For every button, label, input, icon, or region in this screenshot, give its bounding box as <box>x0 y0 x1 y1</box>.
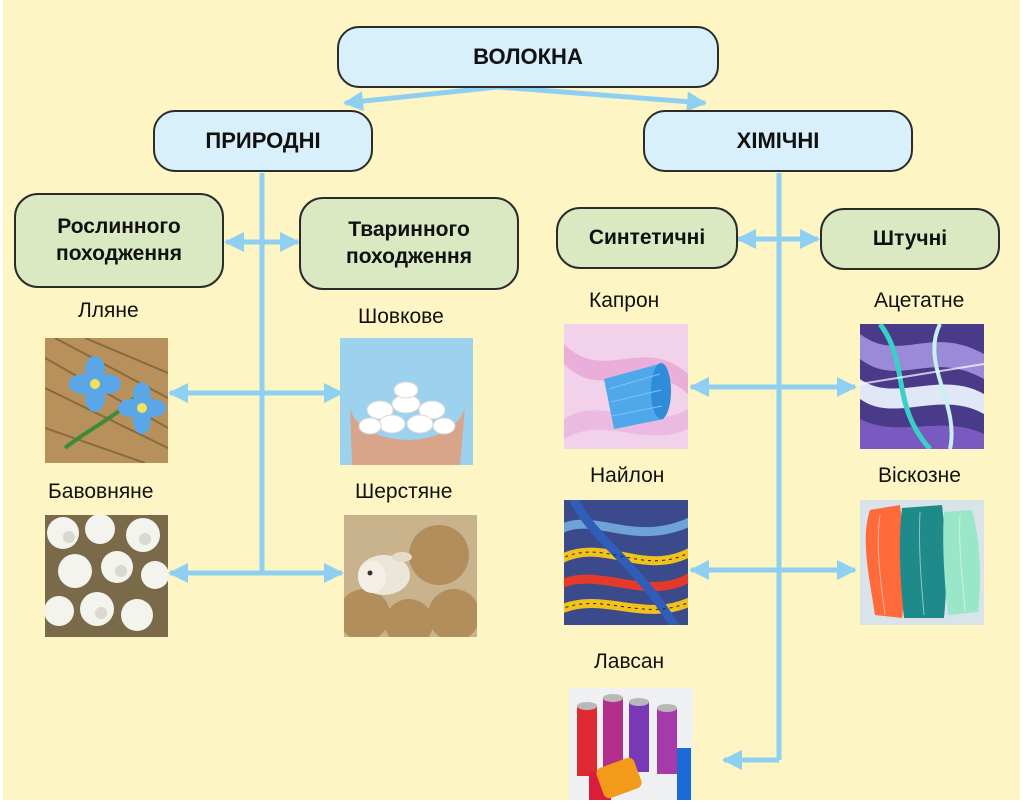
artificial-label: Штучні <box>872 226 948 250</box>
lavsan-label: Лавсан <box>594 650 665 673</box>
natural-box: ПРИРОДНІ <box>153 110 373 172</box>
natural-label: ПРИРОДНІ <box>205 128 321 154</box>
capron-label: Капрон <box>589 289 660 312</box>
flax-flower-icon <box>45 338 168 463</box>
sheep-wool-icon <box>344 515 477 637</box>
viscose-fiber-icon <box>860 500 984 625</box>
plant-origin-box: Рослинного походження <box>14 193 224 288</box>
nylon-rope-icon <box>564 500 688 625</box>
synthetic-label: Синтетичні <box>588 225 706 249</box>
root-box: ВОЛОКНА <box>337 26 719 88</box>
chemical-label: ХІМІЧНІ <box>736 128 820 154</box>
cotton-bolls-icon <box>45 515 168 637</box>
lavsan-thread-spools-icon <box>569 688 693 800</box>
artificial-box: Штучні <box>820 208 1000 270</box>
cotton-label: Бавовняне <box>48 480 154 503</box>
animal-origin-label: Тваринного походження <box>346 218 472 268</box>
nylon-label: Найлон <box>590 464 665 487</box>
root-label: ВОЛОКНА <box>473 44 583 70</box>
arrow-root-natural <box>343 84 499 112</box>
silk-label: Шовкове <box>358 305 444 328</box>
chemical-box: ХІМІЧНІ <box>643 110 913 172</box>
viscose-label: Віскозне <box>878 464 961 487</box>
animal-origin-box: Тваринного походження <box>299 197 519 290</box>
synthetic-box: Синтетичні <box>556 207 738 269</box>
acetate-label: Ацетатне <box>874 289 965 312</box>
wool-label: Шерстяне <box>355 480 453 503</box>
flax-label: Лляне <box>78 299 139 322</box>
acetate-fabric-icon <box>860 324 984 449</box>
silk-cocoons-icon <box>340 338 473 465</box>
plant-origin-label: Рослинного походження <box>56 215 182 265</box>
arrow-root-chemical <box>497 84 707 112</box>
capron-ribbon-icon <box>564 324 688 449</box>
